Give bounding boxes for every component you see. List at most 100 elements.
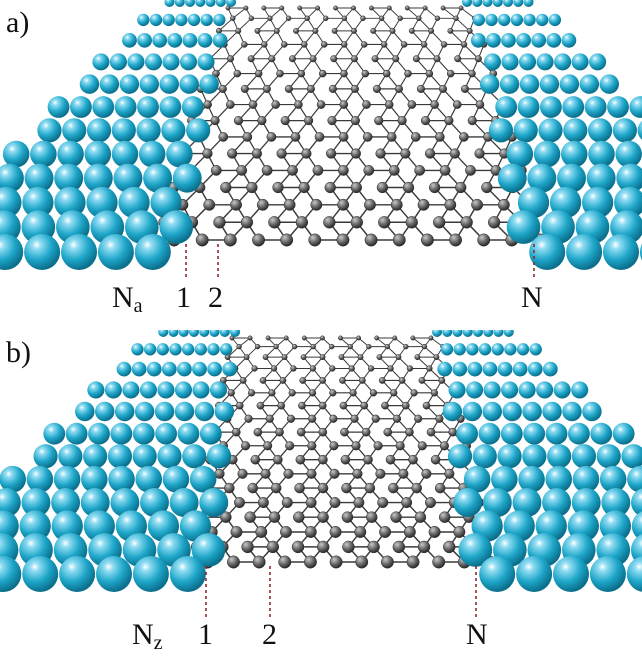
lead-atom — [86, 118, 112, 143]
carbon-atom — [418, 377, 426, 384]
carbon-atom — [323, 216, 336, 229]
carbon-atom — [244, 511, 256, 523]
carbon-atom — [341, 511, 354, 523]
armchair-ribbon-figure — [0, 0, 642, 280]
lead-atom — [177, 361, 192, 377]
lead-label-base: N — [132, 618, 154, 651]
carbon-atom — [400, 148, 411, 159]
lead-atom — [84, 140, 112, 168]
carbon-atom — [383, 427, 393, 437]
carbon-atom — [350, 181, 362, 194]
lead-atom — [92, 96, 115, 118]
lead-atom — [631, 511, 642, 541]
lead-atom — [111, 140, 139, 168]
carbon-atom — [428, 181, 441, 194]
lead-atom — [209, 381, 228, 399]
carbon-atom — [237, 468, 248, 479]
lead-atom — [482, 361, 498, 377]
carbon-atom — [360, 15, 366, 22]
lead-atom — [453, 488, 483, 517]
carbon-atom — [223, 233, 237, 247]
carbon-atom — [410, 335, 416, 341]
lead-atom — [478, 422, 501, 445]
carbon-atom — [227, 148, 238, 159]
carbon-atom — [263, 441, 273, 451]
carbon-atom — [312, 165, 324, 176]
carbon-atom — [286, 414, 296, 423]
carbon-atom — [448, 427, 458, 437]
carbon-atom — [350, 414, 359, 423]
lead-atom — [518, 381, 536, 399]
carbon-atom — [352, 468, 363, 479]
lead-atom — [516, 343, 530, 356]
lead-atom — [185, 0, 195, 7]
panel-b: b) Nz 1 2 N — [0, 330, 642, 660]
lead-atom — [545, 465, 573, 493]
carbon-atom — [403, 525, 416, 538]
carbon-atom — [212, 69, 220, 78]
lead-atom — [137, 32, 152, 48]
carbon-atom — [271, 100, 281, 109]
lead-atom — [599, 510, 632, 542]
carbon-atom — [284, 84, 293, 93]
carbon-atom — [338, 132, 349, 142]
lead-atom — [629, 96, 642, 118]
lead-atom — [205, 0, 216, 7]
carbon-atom — [327, 116, 337, 126]
lead-label-subscript: a — [133, 295, 143, 317]
carbon-atom — [283, 198, 296, 211]
carbon-atom — [325, 148, 337, 159]
lead-label-base: N — [112, 281, 134, 314]
carbon-atom — [287, 165, 298, 176]
lead-atom — [562, 401, 582, 422]
lead-atom — [189, 330, 199, 337]
lead-atom — [540, 96, 562, 118]
carbon-atom — [279, 5, 285, 11]
lead-atom — [107, 444, 133, 469]
carbon-atom — [247, 335, 253, 341]
carbon-atom — [288, 389, 296, 397]
carbon-atom — [230, 525, 243, 538]
lead-atom — [506, 140, 534, 168]
carbon-atom — [417, 441, 427, 451]
carbon-atom — [280, 116, 290, 126]
carbon-atom — [277, 401, 286, 410]
carbon-atom — [304, 116, 314, 126]
carbon-atom — [306, 84, 315, 93]
lead-atom — [207, 361, 222, 377]
lead-atom — [152, 32, 168, 48]
lead-atom — [127, 53, 145, 71]
lead-atom — [140, 488, 169, 517]
bond — [237, 17, 252, 32]
lead-atom — [599, 74, 619, 94]
lead-atom — [482, 0, 493, 7]
lead-label-subscript: z — [153, 632, 163, 654]
lead-atom — [54, 163, 84, 193]
carbon-atom — [295, 216, 309, 229]
lead-atom — [500, 422, 523, 445]
carbon-atom — [227, 389, 235, 397]
lead-atom — [539, 74, 560, 94]
carbon-atom — [378, 377, 386, 384]
lead-atom — [104, 381, 122, 399]
carbon-atom — [439, 165, 451, 176]
carbon-atom — [301, 148, 312, 159]
lead-atom — [0, 163, 24, 193]
carbon-atom — [312, 27, 319, 34]
lead-atom — [179, 74, 199, 94]
carbon-atom — [434, 15, 441, 22]
lead-atom — [53, 465, 81, 493]
lead-atom — [119, 74, 140, 94]
site-label-n: N — [466, 618, 488, 651]
lead-atom — [51, 488, 81, 517]
carbon-atom — [301, 41, 308, 48]
lead-atom — [549, 186, 582, 219]
lead-atom — [164, 0, 175, 7]
lead-atom — [174, 401, 195, 422]
lead-atom — [614, 186, 642, 219]
carbon-atom — [251, 365, 258, 372]
carbon-atom — [417, 198, 430, 211]
lead-atom — [157, 444, 182, 469]
carbon-atom — [268, 216, 281, 229]
carbon-atom — [203, 198, 216, 211]
